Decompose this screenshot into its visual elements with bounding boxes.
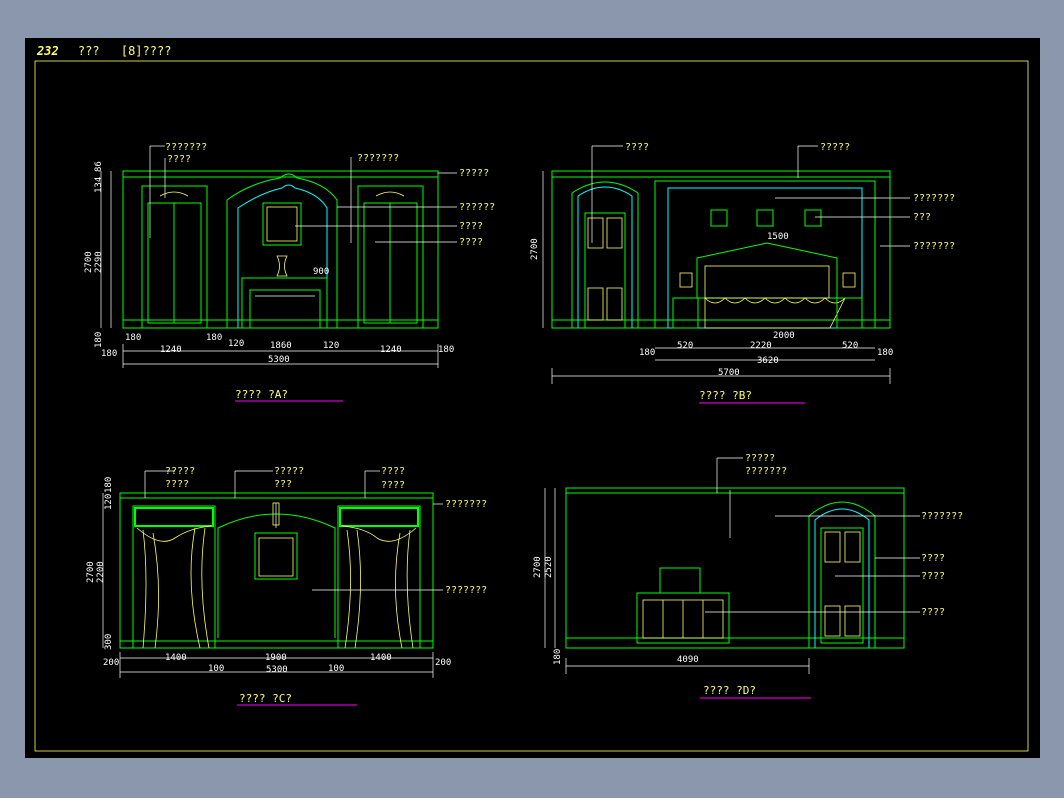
label-b-2: ??????? xyxy=(913,193,955,204)
dim-c-b5: 1400 xyxy=(370,653,392,663)
dim-c-b4: 100 xyxy=(328,664,344,674)
dim-d-height: 2700 xyxy=(533,556,543,578)
caption-a: ???? ?A? xyxy=(235,388,288,401)
dim-a-h0: 134 xyxy=(94,177,104,193)
dim-a-h3: 180 xyxy=(94,332,104,348)
cad-canvas[interactable]: 232 ??? [8]???? xyxy=(25,38,1040,758)
dim-b-inner0: 1500 xyxy=(767,232,789,242)
label-a-6: ???? xyxy=(459,237,483,248)
label-c-7: ??????? xyxy=(445,585,487,596)
label-b-4: ??????? xyxy=(913,241,955,252)
dim-a-b8: 180 xyxy=(438,345,454,355)
dim-b-mid: 3620 xyxy=(757,356,779,366)
label-a-1: ???? xyxy=(167,154,191,165)
label-b-0: ???? xyxy=(625,142,649,153)
dim-a-b1: 180 xyxy=(125,333,141,343)
elevation-drawing: ??????? ???? ??????? ????? ?????? ???? ?… xyxy=(34,60,1029,752)
header-label-2: [8]???? xyxy=(120,44,172,58)
dim-c-total: 5300 xyxy=(266,665,288,675)
dim-b-b0: 180 xyxy=(639,348,655,358)
label-a-4: ?????? xyxy=(459,202,495,213)
label-c-3: ??? xyxy=(274,479,292,490)
label-a-2: ??????? xyxy=(357,153,399,164)
elevation-b xyxy=(542,145,910,404)
label-d-3: ???? xyxy=(921,553,945,564)
label-d-4: ???? xyxy=(921,571,945,582)
dim-b-height: 2700 xyxy=(530,238,540,260)
elevation-c xyxy=(102,470,443,706)
elevation-d xyxy=(544,457,920,699)
label-c-4: ???? xyxy=(381,466,405,477)
label-d-5: ???? xyxy=(921,607,945,618)
drawing-number: 232 xyxy=(37,44,59,58)
label-c-5: ???? xyxy=(381,480,405,491)
dim-c-h0: 180 xyxy=(104,477,114,493)
dim-b-total: 5700 xyxy=(718,368,740,378)
elevation-a xyxy=(100,145,457,402)
dim-c-b3: 1900 xyxy=(265,653,287,663)
dim-a-b4: 120 xyxy=(228,339,244,349)
label-a-0: ??????? xyxy=(165,142,207,153)
dim-c-b1: 1400 xyxy=(165,653,187,663)
dim-c-b2: 100 xyxy=(208,664,224,674)
label-d-1: ??????? xyxy=(745,466,787,477)
dim-a-height: 2700 xyxy=(84,251,94,273)
dim-a-h2: 2290 xyxy=(94,251,104,273)
label-c-0: ????? xyxy=(165,466,195,477)
dim-b-b2: 2220 xyxy=(750,341,772,351)
dim-c-h2: 2200 xyxy=(96,561,106,583)
dim-b-b4: 180 xyxy=(877,348,893,358)
dim-a-b3: 180 xyxy=(206,333,222,343)
label-d-2: ??????? xyxy=(921,511,963,522)
dim-b-inner1: 2000 xyxy=(773,331,795,341)
dim-d-b0: 4090 xyxy=(677,655,699,665)
dim-d-h0: 2520 xyxy=(544,556,554,578)
label-b-3: ??? xyxy=(913,212,931,223)
caption-d: ???? ?D? xyxy=(703,684,756,697)
dim-c-b0: 200 xyxy=(103,658,119,668)
dim-a-b0: 180 xyxy=(101,349,117,359)
dim-a-b2: 1240 xyxy=(160,345,182,355)
dim-a-top: 900 xyxy=(313,267,329,277)
label-a-5: ???? xyxy=(459,221,483,232)
dim-a-total: 5300 xyxy=(268,355,290,365)
label-d-0: ????? xyxy=(745,453,775,464)
drawing-header: 232 ??? [8]???? xyxy=(37,44,185,58)
dim-a-b7: 1240 xyxy=(380,345,402,355)
label-b-1: ????? xyxy=(820,142,850,153)
label-c-2: ????? xyxy=(274,466,304,477)
dim-b-b1: 520 xyxy=(677,341,693,351)
drawing-frame xyxy=(34,60,1029,752)
dim-d-h1: 180 xyxy=(553,649,563,665)
caption-b: ???? ?B? xyxy=(699,389,752,402)
dim-c-h1: 120 xyxy=(104,494,114,510)
dim-c-b6: 200 xyxy=(435,658,451,668)
dim-a-b6: 120 xyxy=(323,341,339,351)
label-c-1: ???? xyxy=(165,479,189,490)
dim-c-h3: 300 xyxy=(104,634,114,650)
header-label-1: ??? xyxy=(77,44,100,58)
label-a-3: ????? xyxy=(459,168,489,179)
label-c-6: ??????? xyxy=(445,499,487,510)
dim-a-h1: 86 xyxy=(94,161,104,172)
dim-c-height: 2700 xyxy=(86,561,96,583)
caption-c: ???? ?C? xyxy=(239,692,292,705)
dim-b-b3: 520 xyxy=(842,341,858,351)
dim-a-b5: 1860 xyxy=(270,341,292,351)
